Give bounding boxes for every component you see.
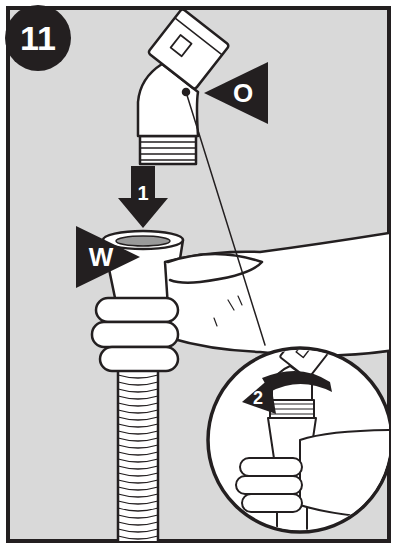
step-number: 11	[4, 4, 72, 72]
badge-circle	[5, 5, 71, 71]
inset-detail	[236, 330, 389, 541]
rotate-arrow	[262, 371, 332, 392]
elbow-fitting	[138, 8, 229, 164]
callout-number: 1	[137, 183, 148, 203]
hand	[92, 232, 389, 371]
callout-letter: W	[76, 226, 140, 288]
callout-number: 2	[253, 389, 263, 407]
leader-line	[186, 92, 265, 345]
push-arrow	[118, 166, 168, 228]
step-number-text: 11	[20, 21, 56, 55]
callout-letter: O	[204, 62, 268, 124]
callout-triangle	[76, 226, 140, 288]
callout-triangle	[204, 62, 268, 124]
callout-letter-text: O	[233, 80, 253, 106]
callout-letter-text: W	[89, 244, 114, 270]
rotate-arrow-head	[242, 378, 276, 414]
